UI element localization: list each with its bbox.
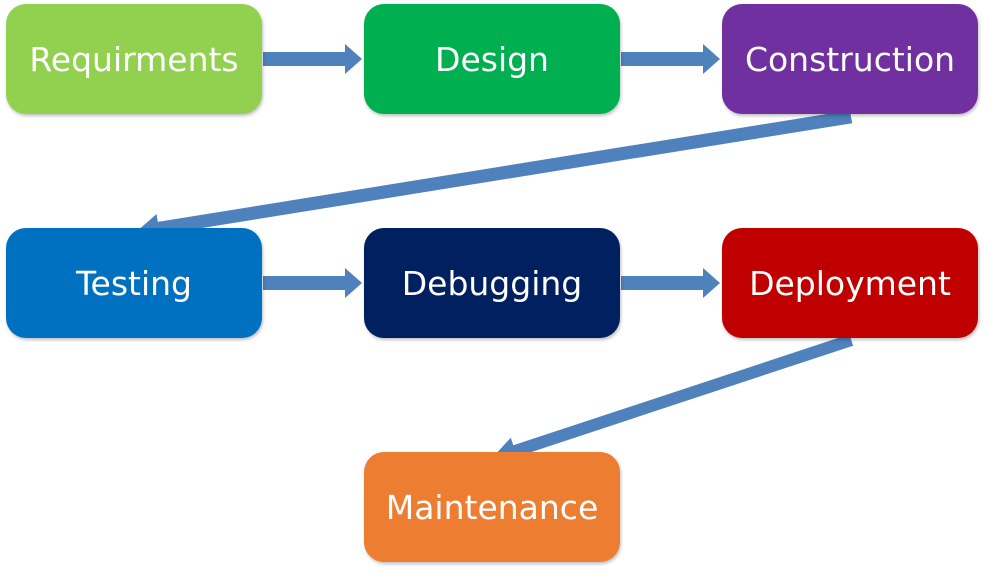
- step-requirements: Requirments: [6, 4, 262, 114]
- step-construction: Construction: [722, 4, 978, 114]
- arrow-design-to-construction: [621, 44, 720, 74]
- step-debugging: Debugging: [364, 228, 620, 338]
- step-label-deployment: Deployment: [749, 263, 951, 303]
- arrow-debugging-to-deployment: [621, 268, 720, 298]
- step-label-design: Design: [435, 39, 549, 79]
- step-testing: Testing: [6, 228, 262, 338]
- arrow-construction-to-testing: [136, 110, 853, 243]
- step-label-debugging: Debugging: [401, 263, 583, 303]
- step-design: Design: [364, 4, 620, 114]
- step-label-testing: Testing: [75, 263, 192, 303]
- step-deployment: Deployment: [722, 228, 978, 338]
- step-label-maintenance: Maintenance: [385, 487, 599, 527]
- step-maintenance: Maintenance: [364, 452, 620, 562]
- arrow-testing-to-debugging: [263, 268, 362, 298]
- arrow-deployment-to-maintenance: [492, 334, 854, 465]
- step-label-requirements: Requirments: [29, 39, 239, 79]
- arrow-requirements-to-design: [263, 44, 362, 74]
- step-label-construction: Construction: [744, 39, 956, 79]
